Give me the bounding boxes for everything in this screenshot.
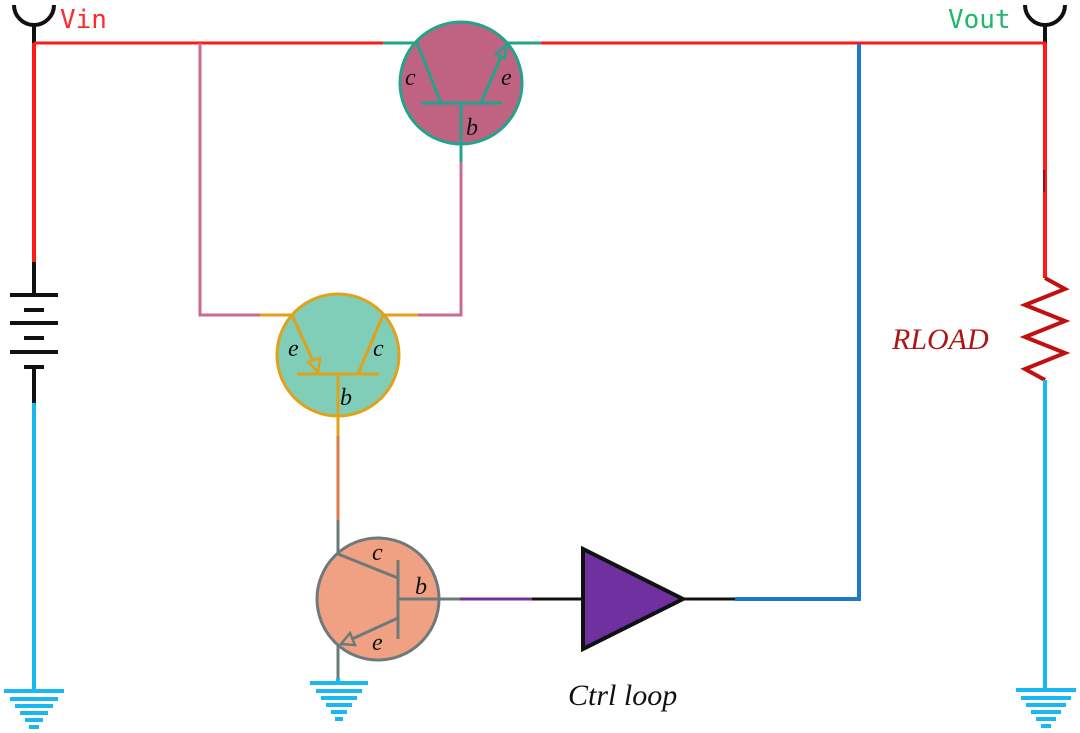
pass-collector-label: c <box>405 65 416 91</box>
driver-collector-wire <box>384 140 463 317</box>
battery-icon <box>10 293 58 403</box>
pass-emitter-label: e <box>501 65 512 91</box>
control-base-label: b <box>415 574 427 600</box>
antenna-terminal-icon <box>12 4 56 27</box>
ctrl-loop-label: Ctrl loop <box>568 679 677 712</box>
emitter-arrow-icon <box>493 41 508 60</box>
driver-base-label: b <box>340 385 352 411</box>
control-collector-label: c <box>372 540 383 566</box>
emitter-arrow-icon <box>305 356 322 375</box>
ground-icon <box>1016 688 1076 728</box>
driver-collector-label: c <box>373 336 384 362</box>
feedback-wire <box>683 44 861 601</box>
pass-base-label: b <box>466 115 478 141</box>
vout-right-wire <box>1043 43 1047 278</box>
vout-terminal <box>1023 4 1067 44</box>
control-transistor: c b e <box>315 536 441 678</box>
pass-transistor: c e b <box>398 20 524 146</box>
antenna-terminal-icon <box>1023 4 1067 27</box>
vin-label: Vin <box>60 5 107 35</box>
ground-icon <box>4 689 64 729</box>
vin-terminal <box>12 4 56 44</box>
amplifier-icon <box>581 545 688 653</box>
resistor-icon <box>1019 276 1071 382</box>
driver-transistor: e c b <box>275 292 401 418</box>
driver-emitter-label: e <box>288 336 299 362</box>
vout-label: Vout <box>948 5 1011 35</box>
emitter-arrow-icon <box>338 630 357 647</box>
rload-label: RLOAD <box>891 323 989 356</box>
ground-icon <box>310 678 368 721</box>
driver-emitter-wire <box>198 43 291 317</box>
control-emitter-label: e <box>372 630 383 656</box>
